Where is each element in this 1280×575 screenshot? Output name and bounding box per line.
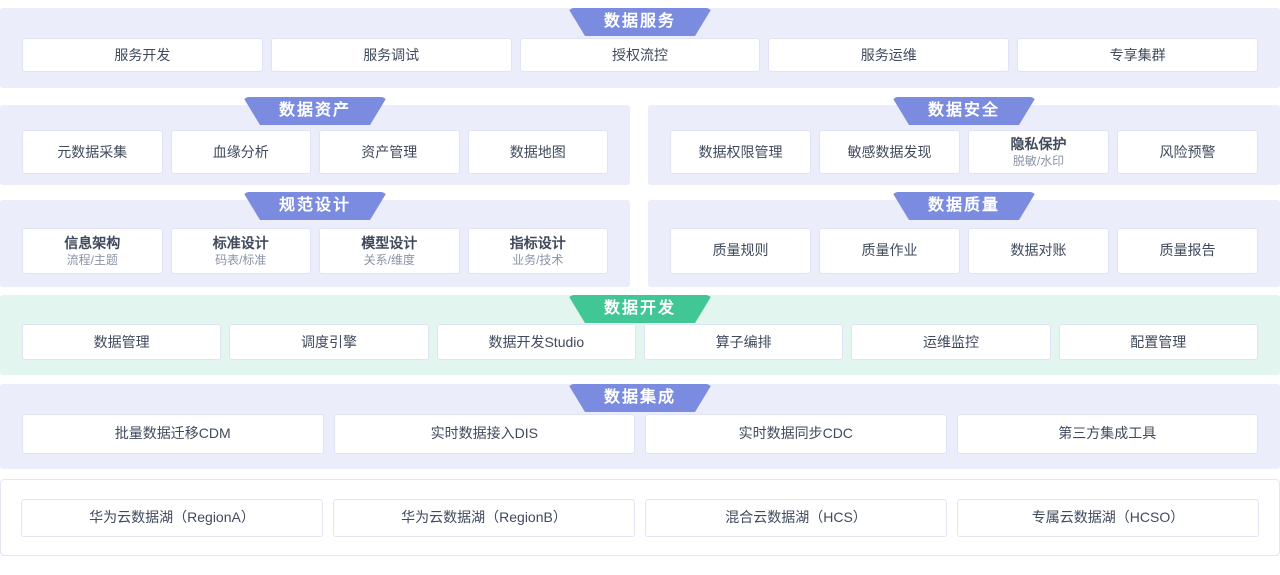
module-label: 信息架构 xyxy=(64,234,121,251)
module-box: 算子编排 xyxy=(643,324,844,360)
row-asset-security: 数据资产 元数据采集 血缘分析 资产管理 数据地图 数据安全 数据权限管理 敏感… xyxy=(0,97,1280,185)
module-label: 数据管理 xyxy=(93,333,150,350)
module-label: 隐私保护 xyxy=(1010,136,1067,152)
module-sublabel: 关系/维度 xyxy=(363,252,415,267)
module-box: 专享集群 xyxy=(1017,38,1258,72)
module-box: 敏感数据发现 xyxy=(819,130,960,174)
module-label: 数据地图 xyxy=(509,143,566,160)
module-box: 质量报告 xyxy=(1117,227,1258,274)
module-sublabel: 码表/标准 xyxy=(215,252,267,267)
module-box: 模型设计 关系/维度 xyxy=(319,227,460,274)
module-label: 华为云数据湖（RegionA） xyxy=(89,509,255,525)
section-data-development: 数据开发 数据管理 调度引擎 数据开发Studio 算子编排 运维监控 配置管理 xyxy=(0,295,1280,375)
section-data-asset: 数据资产 元数据采集 血缘分析 资产管理 数据地图 xyxy=(0,97,630,185)
ribbon-standard-design: 规范设计 xyxy=(243,192,387,220)
module-box: 服务运维 xyxy=(768,38,1010,72)
module-sublabel: 脱敏/水印 xyxy=(1012,154,1065,168)
module-box: 运维监控 xyxy=(851,324,1051,360)
module-box: 调度引擎 xyxy=(229,324,429,360)
module-label: 质量报告 xyxy=(1159,242,1216,258)
module-label: 敏感数据发现 xyxy=(847,143,932,160)
section-data-quality: 数据质量 质量规则 质量作业 数据对账 质量报告 xyxy=(648,192,1280,287)
module-box: 指标设计 业务/技术 xyxy=(467,227,608,274)
module-label: 算子编排 xyxy=(715,333,772,350)
module-box: 数据对账 xyxy=(968,227,1109,274)
module-label: 血缘分析 xyxy=(212,143,269,160)
module-label: 服务开发 xyxy=(114,46,171,63)
module-label: 配置管理 xyxy=(1130,333,1187,350)
module-label: 华为云数据湖（RegionB） xyxy=(401,509,567,525)
module-box: 元数据采集 xyxy=(22,130,163,174)
module-sublabel: 流程/主题 xyxy=(66,252,118,267)
module-label: 调度引擎 xyxy=(300,333,357,350)
ribbon-data-service: 数据服务 xyxy=(568,8,712,36)
module-label: 数据权限管理 xyxy=(698,143,783,160)
module-box: 数据管理 xyxy=(22,324,222,360)
module-label: 服务运维 xyxy=(860,46,917,63)
module-label: 数据开发Studio xyxy=(488,333,585,350)
ribbon-data-security: 数据安全 xyxy=(892,97,1036,125)
module-box: 数据开发Studio xyxy=(436,324,636,360)
module-box: 隐私保护 脱敏/水印 xyxy=(968,130,1109,174)
module-label: 质量规则 xyxy=(712,242,769,258)
module-box: 血缘分析 xyxy=(170,130,311,174)
module-label: 数据对账 xyxy=(1010,242,1067,258)
module-label: 资产管理 xyxy=(361,143,418,160)
module-label: 实时数据接入DIS xyxy=(430,425,538,441)
module-label: 风险预警 xyxy=(1159,143,1216,160)
ribbon-data-asset: 数据资产 xyxy=(243,97,387,125)
module-box: 质量作业 xyxy=(819,227,960,274)
module-box: 标准设计 码表/标准 xyxy=(170,227,311,274)
module-label: 专享集群 xyxy=(1109,46,1166,63)
module-box: 数据权限管理 xyxy=(670,130,811,174)
module-box: 专属云数据湖（HCSO） xyxy=(957,498,1259,537)
module-box: 资产管理 xyxy=(319,130,460,174)
module-box: 信息架构 流程/主题 xyxy=(22,227,163,274)
module-label: 元数据采集 xyxy=(57,143,128,160)
module-box: 实时数据接入DIS xyxy=(333,413,635,454)
module-label: 标准设计 xyxy=(212,234,269,251)
module-box: 华为云数据湖（RegionB） xyxy=(333,498,635,537)
module-box: 质量规则 xyxy=(670,227,811,274)
module-label: 运维监控 xyxy=(922,333,979,350)
panel-data-lake: 华为云数据湖（RegionA） 华为云数据湖（RegionB） 混合云数据湖（H… xyxy=(0,479,1280,556)
module-box: 授权流控 xyxy=(519,38,761,72)
module-box: 批量数据迁移CDM xyxy=(22,413,324,454)
module-sublabel: 业务/技术 xyxy=(512,252,564,267)
module-label: 质量作业 xyxy=(861,242,918,258)
ribbon-data-development: 数据开发 xyxy=(568,295,712,323)
section-standard-design: 规范设计 信息架构 流程/主题 标准设计 码表/标准 模型设计 关系/维度 指标… xyxy=(0,192,630,287)
module-label: 实时数据同步CDC xyxy=(738,425,853,441)
module-label: 混合云数据湖（HCS） xyxy=(725,509,867,525)
row-design-quality: 规范设计 信息架构 流程/主题 标准设计 码表/标准 模型设计 关系/维度 指标… xyxy=(0,192,1280,287)
module-box: 风险预警 xyxy=(1117,130,1258,174)
module-box: 混合云数据湖（HCS） xyxy=(645,498,947,537)
module-box: 实时数据同步CDC xyxy=(645,413,947,454)
module-box: 华为云数据湖（RegionA） xyxy=(21,498,323,537)
module-box: 服务调试 xyxy=(270,38,512,72)
module-box: 服务开发 xyxy=(22,38,263,72)
ribbon-data-quality: 数据质量 xyxy=(892,192,1036,220)
module-label: 授权流控 xyxy=(611,46,668,63)
module-box: 配置管理 xyxy=(1058,324,1258,360)
module-label: 模型设计 xyxy=(361,234,418,251)
module-label: 第三方集成工具 xyxy=(1058,425,1157,441)
module-box: 数据地图 xyxy=(467,130,608,174)
module-label: 指标设计 xyxy=(509,234,566,251)
panel-data-asset: 元数据采集 血缘分析 资产管理 数据地图 xyxy=(0,105,630,185)
section-data-integration: 数据集成 批量数据迁移CDM 实时数据接入DIS 实时数据同步CDC 第三方集成… xyxy=(0,384,1280,469)
module-box: 第三方集成工具 xyxy=(956,413,1258,454)
section-data-service: 数据服务 服务开发 服务调试 授权流控 服务运维 专享集群 xyxy=(0,8,1280,88)
module-label: 批量数据迁移CDM xyxy=(114,425,231,441)
module-label: 专属云数据湖（HCSO） xyxy=(1031,509,1185,525)
section-data-lake: 华为云数据湖（RegionA） 华为云数据湖（RegionB） 混合云数据湖（H… xyxy=(0,479,1280,556)
section-data-security: 数据安全 数据权限管理 敏感数据发现 隐私保护 脱敏/水印 风险预警 xyxy=(648,97,1280,185)
ribbon-data-integration: 数据集成 xyxy=(568,384,712,412)
module-label: 服务调试 xyxy=(363,46,420,63)
